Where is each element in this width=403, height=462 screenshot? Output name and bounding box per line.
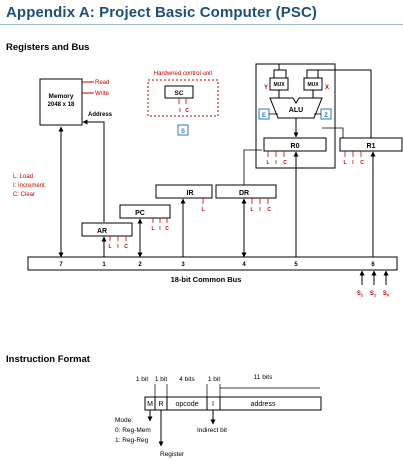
- bus-num-2: 2: [138, 262, 142, 268]
- svg-text:I: I: [117, 244, 119, 250]
- mux-y-label: Y: [264, 85, 268, 91]
- indirect-bit-label: Indirect bit: [197, 427, 227, 434]
- svg-text:C: C: [165, 226, 169, 232]
- width-opcode: 4 bits: [179, 376, 195, 383]
- svg-text:E: E: [262, 113, 266, 119]
- ar-label: AR: [97, 228, 107, 235]
- address-label: Address: [88, 112, 113, 118]
- address-arrow: [82, 119, 105, 222]
- memory-box: [39, 78, 83, 126]
- svg-text:L: L: [151, 226, 154, 232]
- svg-text:C: C: [360, 160, 364, 166]
- bus-num-6: 6: [371, 262, 375, 268]
- svg-text:L: L: [343, 160, 346, 166]
- svg-text:I: I: [259, 207, 261, 213]
- width-r: 1 bit: [155, 376, 167, 383]
- alu-label: ALU: [289, 107, 303, 114]
- field-r: R: [158, 401, 163, 408]
- dr-register: [215, 184, 277, 199]
- svg-text:C: C: [267, 207, 271, 213]
- legend-load: L: Load: [13, 174, 33, 180]
- common-bus: [27, 256, 398, 271]
- width-m: 1 bit: [136, 376, 148, 383]
- registers-heading: Registers and Bus: [6, 42, 90, 53]
- field-opcode: opcode: [176, 401, 199, 408]
- page-title: Appendix A: Project Basic Computer (PSC): [6, 4, 317, 21]
- write-label: Write: [95, 91, 110, 97]
- svg-text:I: I: [179, 108, 181, 114]
- mode-1: 1: Reg-Reg: [115, 437, 149, 444]
- bus-num-4: 4: [242, 262, 246, 268]
- width-i: 1 bit: [208, 376, 220, 383]
- mux-x-label: X: [325, 85, 329, 91]
- field-address: address: [251, 401, 276, 408]
- read-label: Read: [95, 80, 109, 86]
- bus-num-5: 5: [294, 262, 298, 268]
- width-address: 11 bits: [254, 374, 273, 381]
- legend-clear: C: Clear: [13, 192, 35, 198]
- r1-label: R1: [367, 143, 376, 150]
- svg-text:L: L: [250, 207, 253, 213]
- select-s1: S1: [370, 291, 377, 298]
- svg-text:L: L: [266, 160, 269, 166]
- legend-increment: I: Increment: [13, 183, 45, 189]
- instruction-word: [144, 396, 322, 411]
- ir-register: [155, 184, 213, 199]
- svg-text:I: I: [275, 160, 277, 166]
- ar-register: [81, 222, 133, 237]
- bus-label: 18-bit Common Bus: [171, 275, 242, 284]
- bus-num-1: 1: [102, 262, 106, 268]
- svg-text:Z: Z: [324, 113, 328, 119]
- alu-shape: [269, 97, 323, 119]
- bus-num-3: 3: [181, 262, 185, 268]
- pc-label: PC: [135, 210, 145, 217]
- select-s0: S0: [383, 291, 390, 298]
- dr-label: DR: [239, 190, 249, 197]
- svg-text:MUX: MUX: [273, 82, 285, 88]
- svg-text:C: C: [185, 108, 189, 114]
- instruction-format-heading: Instruction Format: [6, 354, 90, 365]
- bus-num-7: 7: [59, 262, 63, 268]
- memory-label: Memory: [49, 93, 74, 100]
- memory-size: 2048 x 18: [48, 102, 75, 108]
- mode-title: Mode:: [115, 417, 133, 424]
- field-i: I: [212, 401, 214, 408]
- s-flag-box: [177, 124, 189, 136]
- svg-text:I: I: [159, 226, 161, 232]
- mode-0: 0: Reg-Mem: [115, 427, 151, 434]
- sc-label: SC: [174, 90, 183, 97]
- control-unit-label: Hardwired control unit: [154, 71, 213, 77]
- svg-text:MUX: MUX: [307, 82, 319, 88]
- svg-text:C: C: [124, 244, 128, 250]
- svg-text:C: C: [283, 160, 287, 166]
- svg-text:I: I: [352, 160, 354, 166]
- r0-register: [263, 137, 327, 152]
- field-m: M: [147, 401, 153, 408]
- svg-text:L: L: [201, 207, 204, 213]
- svg-text:L: L: [108, 244, 111, 250]
- register-label: Register: [160, 451, 185, 458]
- pc-register: [119, 204, 171, 219]
- ir-label: IR: [187, 190, 194, 197]
- select-s2: S2: [357, 291, 364, 298]
- s-flag-label: S: [181, 129, 185, 135]
- title-underline: [0, 24, 403, 25]
- r0-label: R0: [291, 143, 300, 150]
- control-unit-box: [147, 79, 219, 117]
